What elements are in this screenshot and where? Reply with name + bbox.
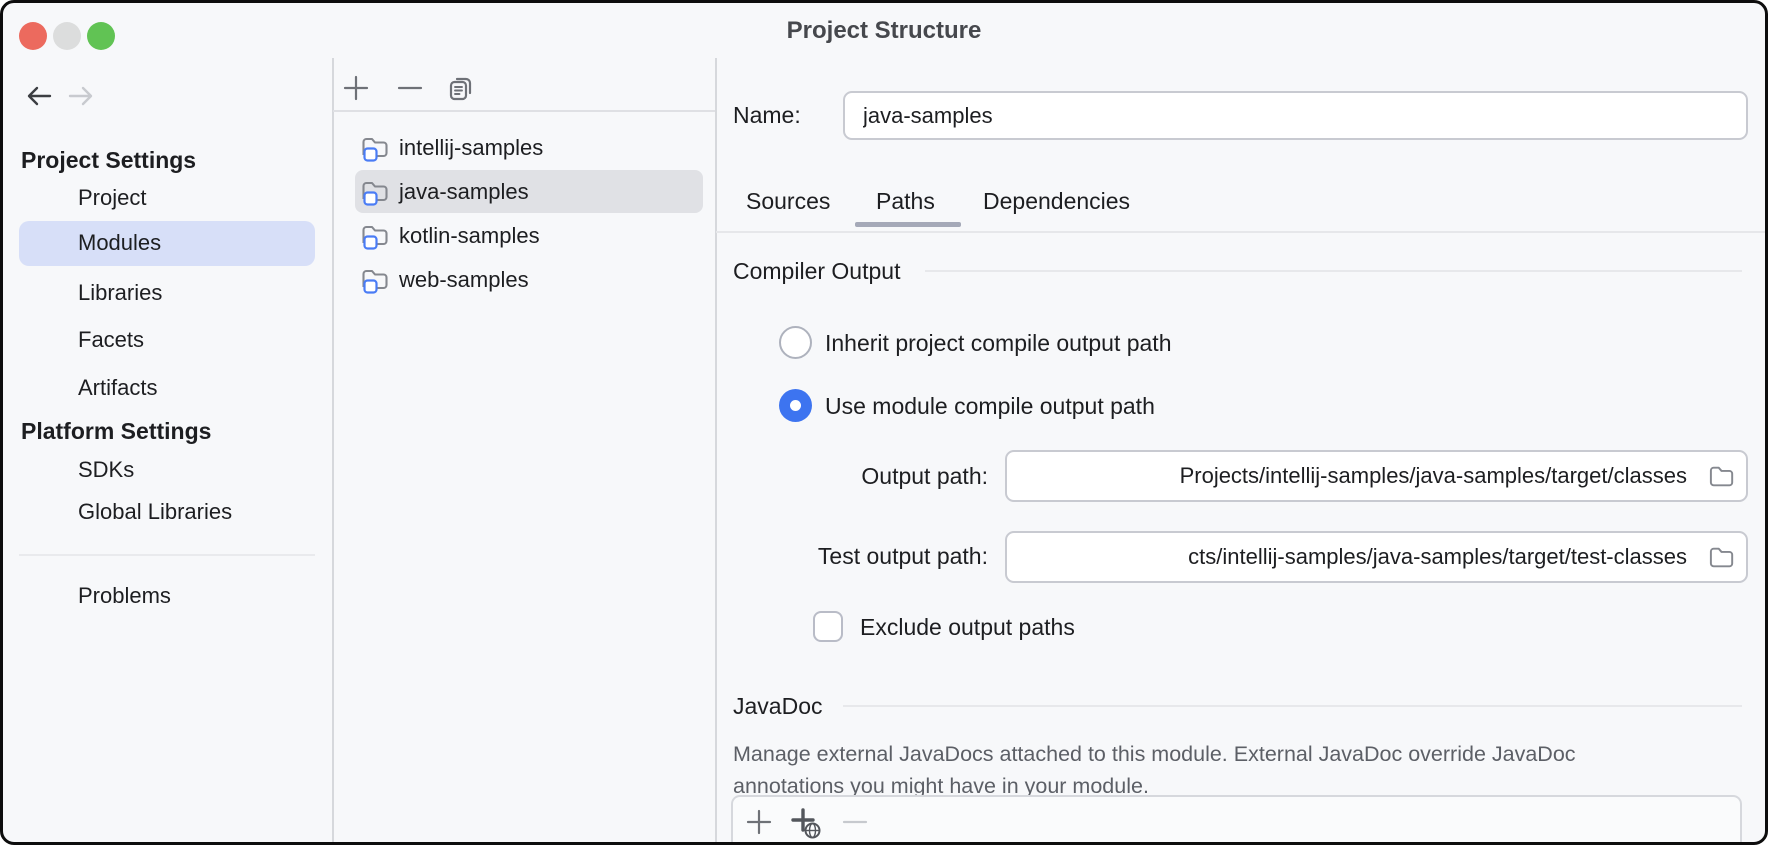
radio-inherit-output-label[interactable]: Inherit project compile output path [825,330,1172,356]
folder-browse-icon[interactable] [1708,464,1736,489]
left-panel-divider [332,58,334,842]
back-button[interactable] [24,81,54,111]
sidebar-header-platform-settings: Platform Settings [21,418,212,444]
traffic-light-close[interactable] [19,22,47,50]
back-arrow-icon [24,81,54,111]
radio-use-module-output[interactable] [779,389,812,422]
copy-icon [447,74,475,102]
module-copy-button[interactable] [447,74,475,102]
exclude-output-paths-label[interactable]: Exclude output paths [860,614,1075,640]
test-output-path-input[interactable] [1021,533,1687,581]
exclude-output-paths-checkbox[interactable] [813,611,843,642]
radio-inherit-output[interactable] [779,326,812,359]
javadoc-line [843,705,1742,707]
javadoc-description-line2: annotations you might have in your modul… [733,774,1149,798]
name-field[interactable] [843,91,1748,140]
folder-browse-icon[interactable] [1708,545,1736,570]
module-toolbar-divider [333,110,715,112]
sidebar-item-artifacts[interactable]: Artifacts [78,375,158,400]
forward-button[interactable] [66,81,96,111]
minus-icon [396,74,424,102]
module-icon [361,267,390,294]
sidebar-item-sdks[interactable]: SDKs [78,457,135,482]
sidebar-divider [19,554,315,556]
javadoc-description-line1: Manage external JavaDocs attached to thi… [733,742,1576,766]
javadoc-remove-button[interactable] [841,808,869,836]
javadoc-add-button[interactable] [745,808,773,836]
javadoc-header: JavaDoc [733,693,823,719]
tabs-divider [716,231,1765,233]
javadoc-list-panel [731,795,1742,842]
compiler-output-header: Compiler Output [733,258,901,284]
forward-arrow-icon [66,81,96,111]
module-add-button[interactable] [342,74,370,102]
module-icon [361,179,390,206]
output-path-label: Output path: [861,463,988,489]
plus-globe-icon [789,806,823,840]
window-title: Project Structure [786,17,982,44]
sidebar-item-project[interactable]: Project [78,185,147,210]
sidebar-selection-highlight [19,221,315,266]
test-output-path-field[interactable] [1005,531,1748,583]
module-list-item[interactable]: web-samples [399,267,529,292]
module-icon [361,223,390,250]
module-selection-highlight [355,170,703,213]
test-output-path-label: Test output path: [817,543,988,569]
name-input[interactable] [863,93,1723,138]
sidebar-item-global-libraries[interactable]: Global Libraries [78,499,233,524]
traffic-light-minimize[interactable] [53,22,81,50]
javadoc-add-url-button[interactable] [789,806,823,840]
output-path-input[interactable] [1021,452,1687,500]
module-icon [361,135,390,162]
sidebar-item-facets[interactable]: Facets [78,327,145,352]
tab-paths[interactable]: Paths [876,188,935,214]
plus-icon [342,74,370,102]
traffic-light-maximize[interactable] [87,22,115,50]
middle-panel-divider [715,58,717,842]
radio-use-module-output-label[interactable]: Use module compile output path [825,393,1155,419]
sidebar-item-problems[interactable]: Problems [78,583,171,608]
sidebar-item-libraries[interactable]: Libraries [78,280,163,305]
module-list-item[interactable]: intellij-samples [399,135,544,160]
compiler-output-line [925,270,1742,272]
plus-icon [745,808,773,836]
module-list-item[interactable]: kotlin-samples [399,223,540,248]
module-list-item-selected[interactable]: java-samples [399,179,529,204]
selected-tab-underline [855,222,961,227]
tab-dependencies[interactable]: Dependencies [983,188,1131,214]
name-label: Name: [733,102,801,128]
minus-icon [841,808,869,836]
module-remove-button[interactable] [396,74,424,102]
sidebar-item-modules[interactable]: Modules [78,230,162,255]
sidebar-header-project-settings: Project Settings [21,147,197,173]
output-path-field[interactable] [1005,450,1748,502]
tab-sources[interactable]: Sources [746,188,831,214]
